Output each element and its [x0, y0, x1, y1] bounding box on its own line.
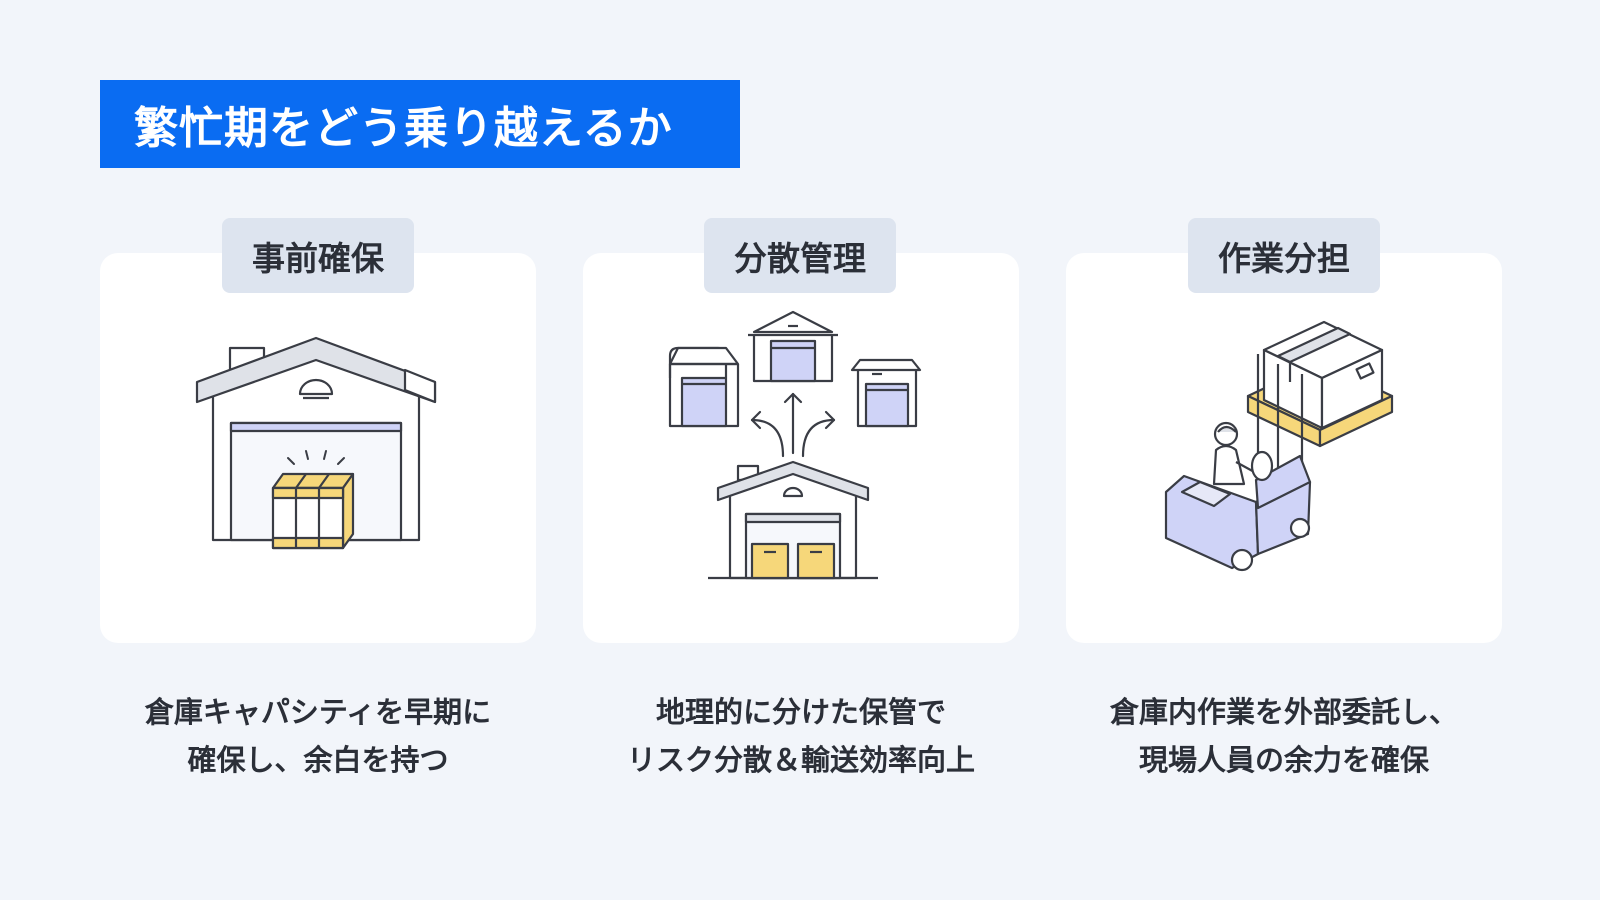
distributed-warehouses-icon — [668, 310, 922, 580]
card-description: 地理的に分けた保管で リスク分散＆輸送効率向上 — [583, 688, 1019, 784]
description-line: 倉庫キャパシティを早期に — [144, 695, 492, 729]
forklift-operator-icon — [1164, 320, 1394, 572]
tag-label: 作業分担 — [1218, 238, 1350, 278]
card-description: 倉庫キャパシティを早期に 確保し、余白を持つ — [100, 688, 536, 784]
title-banner: 繁忙期をどう乗り越えるか — [100, 80, 740, 168]
page-title: 繁忙期をどう乗り越えるか — [134, 103, 673, 154]
description-line: 現場人員の余力を確保 — [1138, 743, 1429, 777]
tag-work-sharing: 作業分担 — [1188, 218, 1380, 293]
card-work-sharing — [1066, 253, 1502, 643]
tag-label: 事前確保 — [252, 238, 384, 278]
description-line: 倉庫内作業を外部委託し、 — [1109, 695, 1458, 729]
card-description: 倉庫内作業を外部委託し、 現場人員の余力を確保 — [1066, 688, 1502, 784]
tag-advance-reservation: 事前確保 — [222, 218, 414, 293]
tag-distributed-management: 分散管理 — [704, 218, 896, 293]
description-line: リスク分散＆輸送効率向上 — [626, 743, 975, 777]
warehouse-with-goods-icon — [195, 336, 437, 550]
description-line: 確保し、余白を持つ — [187, 743, 449, 777]
tag-label: 分散管理 — [734, 238, 866, 278]
description-line: 地理的に分けた保管で — [655, 695, 946, 729]
